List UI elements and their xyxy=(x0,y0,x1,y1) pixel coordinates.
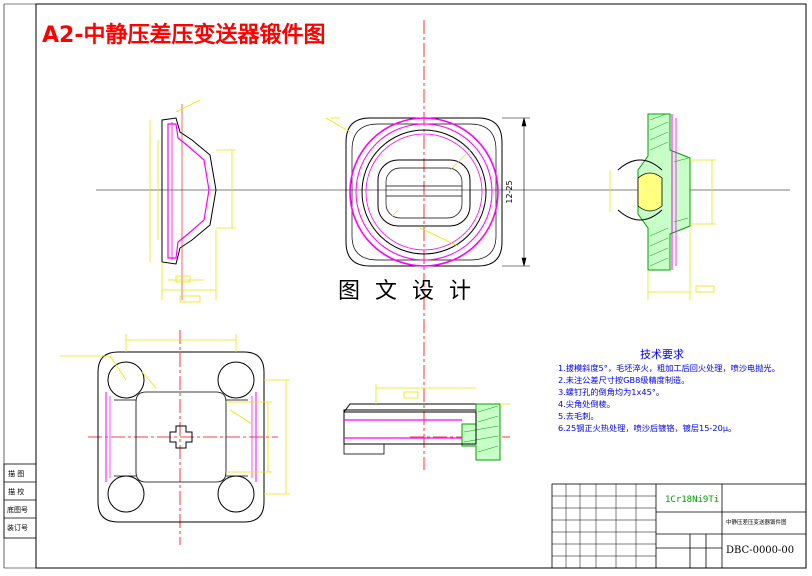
corner-hole-br xyxy=(217,475,255,513)
title-block xyxy=(551,483,807,569)
tech-item-3: 3.螺钉孔的倒角均为1x45°。 xyxy=(558,387,664,397)
material-label: 1Cr18Ni9Ti xyxy=(665,495,719,505)
tech-item-6: 6.25钢正火热处理，喷沙后镀铬，镀层15-20μ。 xyxy=(558,423,736,433)
top-view xyxy=(60,334,290,523)
front-height-dim: 12-25 xyxy=(505,180,514,203)
tech-item-5: 5.去毛刺。 xyxy=(558,411,599,421)
drawing-number: DBC-0000-00 xyxy=(726,545,794,556)
tech-heading: 技术要求 xyxy=(640,348,684,361)
tech-requirements: 技术要求 1.拔模斜度5°，毛坯淬火，粗加工后回火处理，喷沙电抛光。 2.未注公… xyxy=(558,348,780,433)
section-view-right xyxy=(609,113,716,300)
side-label-2: 描 校 xyxy=(8,487,24,496)
side-label-4: 装订号 xyxy=(7,523,28,532)
side-label-1: 描 图 xyxy=(8,469,24,478)
tech-item-2: 2.未注公差尺寸按GB8级精度制造。 xyxy=(558,375,689,385)
front-view: 12-25 xyxy=(325,117,530,267)
watermark-text: 图 文 设 计 xyxy=(338,279,475,304)
corner-hole-tr xyxy=(217,361,255,399)
tech-item-1: 1.拔模斜度5°，毛坯淬火，粗加工后回火处理，喷沙电抛光。 xyxy=(558,363,780,373)
side-label-block: 描 图 描 校 底图号 装订号 xyxy=(3,463,37,539)
side-label-3: 底图号 xyxy=(7,505,28,514)
part-name-label: 中静压差压变送器锻件图 xyxy=(726,518,787,526)
corner-hole-bl xyxy=(107,475,145,513)
sheet-border xyxy=(35,3,807,569)
corner-hole-tl xyxy=(107,361,145,399)
bottom-section-view xyxy=(343,384,510,461)
tech-item-4: 4.尖角处倒棱。 xyxy=(558,399,615,409)
drawing-title: A2-中静压差压变送器锻件图 xyxy=(42,22,325,48)
side-view-left xyxy=(149,99,236,303)
